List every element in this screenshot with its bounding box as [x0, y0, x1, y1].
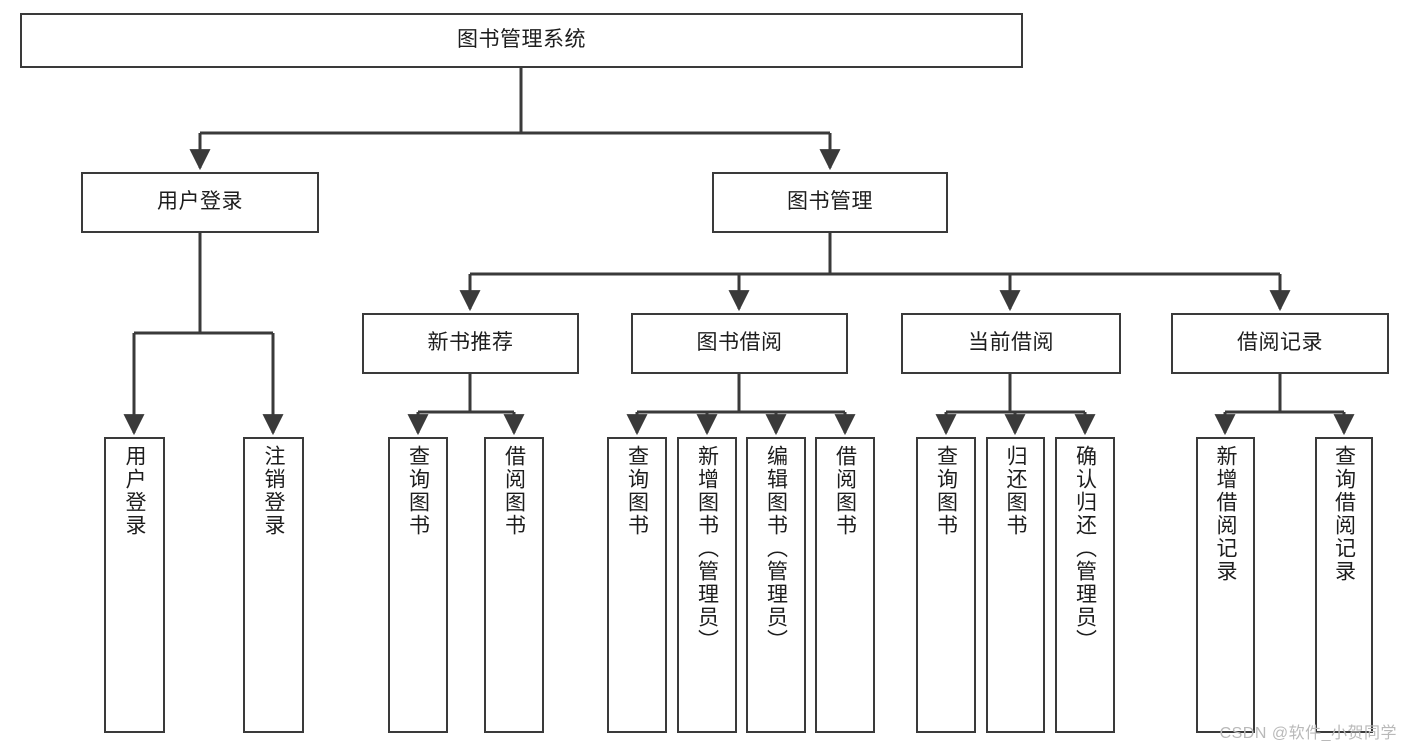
leaf-node-label: 查询图书 — [625, 445, 649, 537]
leaf-node[interactable]: 借阅图书 — [484, 437, 544, 733]
leaf-node[interactable]: 查询图书 — [388, 437, 448, 733]
leaf-node-label: 编辑图书（管理员） — [764, 445, 788, 652]
leaf-node-label: 确认归还（管理员） — [1073, 445, 1097, 652]
leaf-node-label: 查询图书 — [406, 445, 430, 537]
leaf-node[interactable]: 归还图书 — [986, 437, 1045, 733]
leaf-node[interactable]: 确认归还（管理员） — [1055, 437, 1115, 733]
node-book-borrow-label: 图书借阅 — [696, 331, 783, 355]
node-book-management[interactable]: 图书管理 — [712, 172, 948, 233]
leaf-node-label: 借阅图书 — [833, 445, 857, 537]
node-borrow-records[interactable]: 借阅记录 — [1171, 313, 1389, 374]
leaf-node[interactable]: 新增图书（管理员） — [677, 437, 737, 733]
leaf-node-label: 借阅图书 — [502, 445, 526, 537]
node-new-book-recommend-label: 新书推荐 — [427, 331, 514, 355]
leaf-node[interactable]: 注销登录 — [243, 437, 304, 733]
leaf-node[interactable]: 用户登录 — [104, 437, 165, 733]
node-current-borrow-label: 当前借阅 — [968, 331, 1054, 355]
leaf-node[interactable]: 查询图书 — [607, 437, 667, 733]
leaf-node-label: 注销登录 — [262, 445, 285, 537]
leaf-node[interactable]: 查询借阅记录 — [1315, 437, 1373, 733]
node-user-login[interactable]: 用户登录 — [81, 172, 319, 233]
node-book-borrow[interactable]: 图书借阅 — [631, 313, 848, 374]
leaf-node-label: 用户登录 — [123, 445, 146, 537]
leaf-node-label: 查询图书 — [934, 445, 958, 537]
node-root-label: 图书管理系统 — [457, 28, 586, 52]
leaf-node-label: 新增借阅记录 — [1214, 445, 1237, 583]
node-current-borrow[interactable]: 当前借阅 — [901, 313, 1121, 374]
leaf-node[interactable]: 借阅图书 — [815, 437, 875, 733]
leaf-node-label: 查询借阅记录 — [1332, 445, 1356, 583]
leaf-node[interactable]: 新增借阅记录 — [1196, 437, 1255, 733]
watermark: CSDN @软件_小贺同学 — [1219, 725, 1397, 742]
leaf-node[interactable]: 编辑图书（管理员） — [746, 437, 806, 733]
leaf-node[interactable]: 查询图书 — [916, 437, 976, 733]
node-book-management-label: 图书管理 — [787, 190, 873, 214]
node-root[interactable]: 图书管理系统 — [20, 13, 1023, 68]
node-borrow-records-label: 借阅记录 — [1237, 331, 1323, 355]
leaf-node-label: 归还图书 — [1004, 445, 1027, 537]
leaf-node-label: 新增图书（管理员） — [695, 445, 719, 652]
node-user-login-label: 用户登录 — [157, 190, 243, 214]
node-new-book-recommend[interactable]: 新书推荐 — [362, 313, 579, 374]
